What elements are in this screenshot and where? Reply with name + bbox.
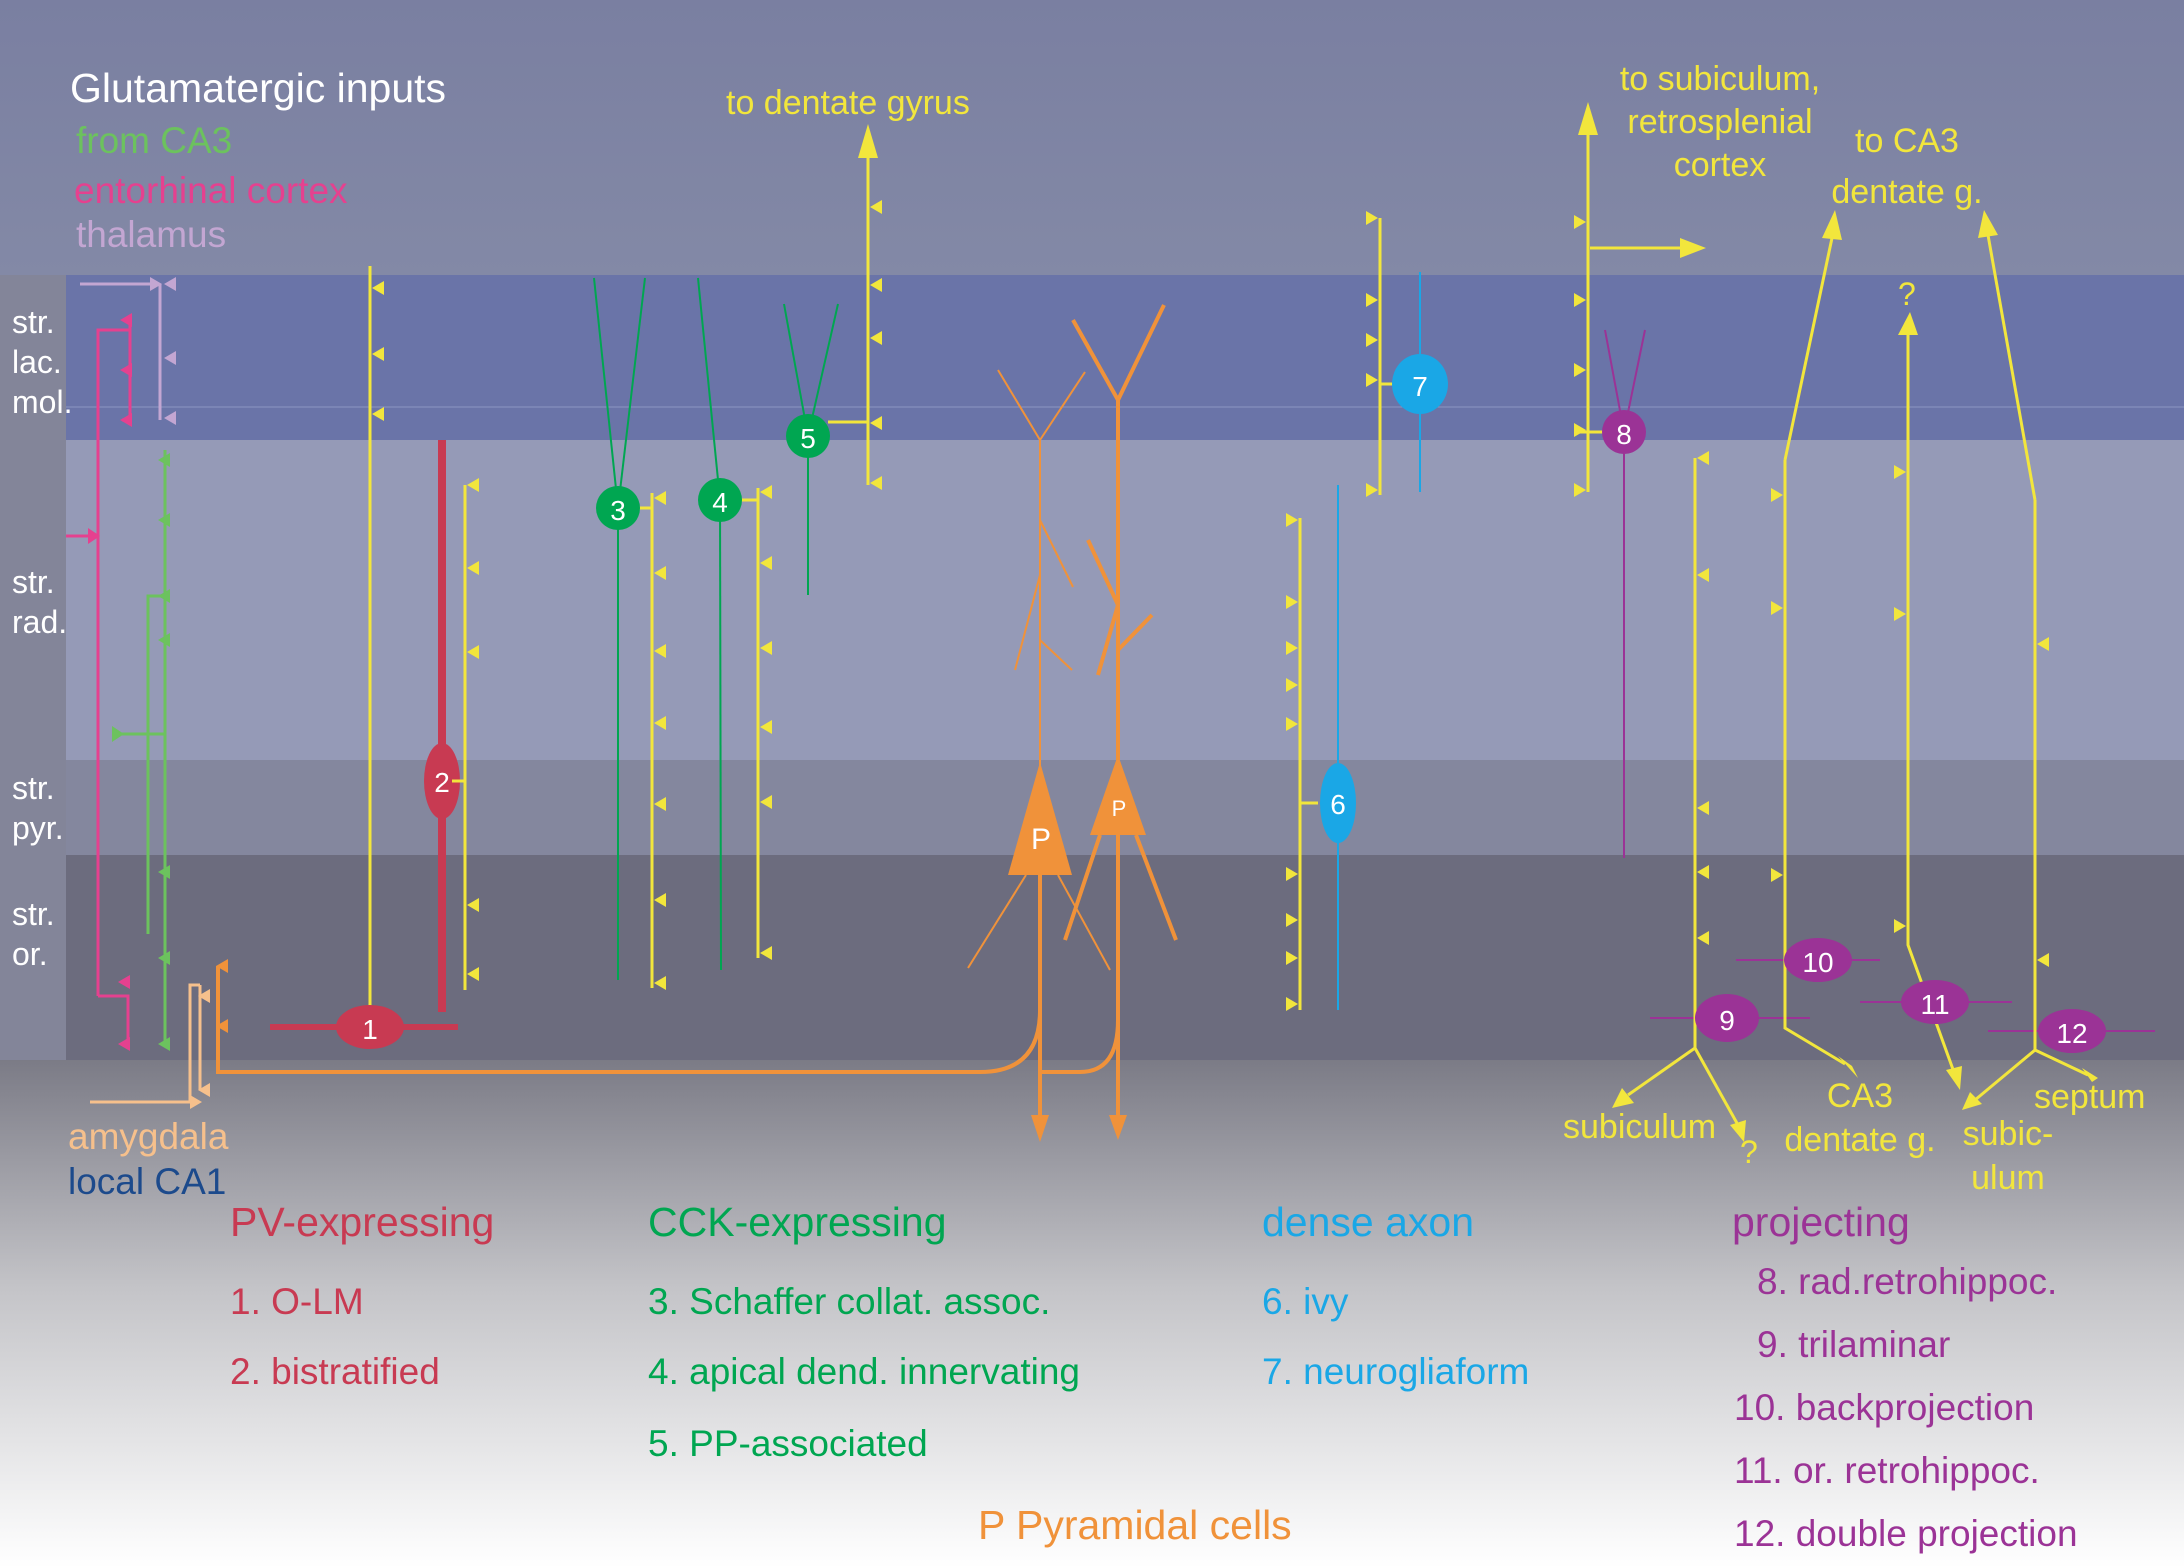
input-local-ca1: local CA1 [68, 1161, 227, 1202]
pyramid-label-left: P [1031, 823, 1051, 856]
legend-cck-item-4: 4. apical dend. innervating [648, 1351, 1080, 1392]
pyramidal-cells [216, 304, 1178, 1115]
input-entorhinal-cortex: entorhinal cortex [74, 170, 348, 211]
legend-pv-item-1: 1. O-LM [230, 1281, 364, 1322]
legend-pv-title: PV-expressing [230, 1199, 495, 1245]
cell-5-pp-associated: 5 [783, 124, 882, 595]
cell-10-backprojection: 10 [1736, 210, 1880, 1078]
legend-proj-item-8: 8. rad.retrohippoc. [1757, 1261, 2058, 1302]
inputs-heading: Glutamatergic inputs [70, 65, 447, 111]
target-question-bottom: ? [1740, 1134, 1758, 1170]
layer-label-radiatum: str. rad. [12, 564, 68, 640]
amygdala-input-fiber [90, 983, 202, 1104]
cell-9-trilaminar: 9 [1612, 451, 1810, 1142]
layer-band-lacunosum [66, 275, 2184, 440]
legend-cck-item-5: 5. PP-associated [648, 1423, 928, 1464]
cell-5-label: 5 [800, 423, 816, 454]
cell-6-ivy: 6 [1286, 485, 1356, 1011]
cell-12-label: 12 [2056, 1018, 2087, 1049]
legend-cck-item-3: 3. Schaffer collat. assoc. [648, 1281, 1051, 1322]
pyramid-label-right: P [1112, 796, 1127, 821]
cell-7-neurogliaform: 7 [1366, 211, 1448, 497]
legend-proj-item-10: 10. backprojection [1734, 1387, 2035, 1428]
input-amygdala: amygdala [68, 1116, 229, 1157]
legend-dense-title: dense axon [1262, 1199, 1475, 1245]
cell-6-label: 6 [1330, 789, 1346, 820]
cell-10-label: 10 [1802, 947, 1833, 978]
cell-7-label: 7 [1412, 371, 1428, 402]
target-dentate-gyrus: to dentate gyrus [726, 84, 970, 122]
cell-8-label: 8 [1616, 419, 1632, 450]
cell-3-label: 3 [610, 495, 626, 526]
target-subiculum-retrosplenial: to subiculum, retrosplenial cortex [1619, 60, 1821, 185]
top-background [0, 0, 2184, 275]
input-thalamus: thalamus [76, 214, 227, 255]
cell-4-label: 4 [712, 487, 728, 518]
bottom-background [0, 1060, 2184, 1568]
cell-1-label: 1 [362, 1014, 378, 1045]
legend-dense-item-7: 7. neurogliaform [1262, 1351, 1530, 1392]
target-septum: septum [2034, 1078, 2146, 1116]
legend-proj-item-11: 11. or. retrohippoc. [1734, 1450, 2040, 1491]
cell-2-bistratified: 2 [424, 440, 479, 1012]
input-from-ca3: from CA3 [76, 120, 233, 161]
target-subiculum-bottom: subiculum [1563, 1108, 1717, 1146]
cell-2-label: 2 [434, 767, 450, 798]
target-ca3-dentate-bottom: CA3 dentate g. [1784, 1077, 1936, 1160]
cell-1-olm: 1 [270, 266, 458, 1049]
cell-9-label: 9 [1719, 1005, 1735, 1036]
legend-proj-title: projecting [1732, 1199, 1910, 1245]
layer-band-radiatum [66, 440, 2184, 760]
left-margin-background [0, 275, 66, 1060]
layer-label-pyramidale: str. pyr. [12, 770, 64, 846]
cell-11-label: 11 [1920, 989, 1949, 1020]
cell-11-or-retrohippoc: 11 [1860, 312, 2012, 1090]
cell-8-rad-retrohippoc: 8 [1574, 102, 1706, 858]
cell-4-apical-dend-innervating: 4 [697, 277, 772, 971]
target-subiculum-split: subic- ulum [1962, 1115, 2054, 1198]
cell-12-double-projection: 12 [1962, 210, 2155, 1110]
cell-3-schaffer-collat-assoc: 3 [593, 277, 666, 990]
layer-label-lacunosum-moleculare: str. lac. mol. [12, 304, 73, 420]
layer-label-oriens: str. or. [12, 896, 55, 972]
legend-proj-item-9: 9. trilaminar [1757, 1324, 1951, 1365]
target-question-top: ? [1898, 276, 1916, 312]
legend-pyramidal-cells: P Pyramidal cells [978, 1502, 1292, 1548]
legend-proj-item-12: 12. double projection [1734, 1513, 2078, 1554]
legend-cck-title: CCK-expressing [648, 1199, 947, 1245]
target-ca3-dentate-top: to CA3 dentate g. [1831, 122, 1983, 211]
thalamus-input-fiber [80, 282, 162, 420]
legend-pv-item-2: 2. bistratified [230, 1351, 440, 1392]
legend-dense-item-6: 6. ivy [1262, 1281, 1349, 1322]
